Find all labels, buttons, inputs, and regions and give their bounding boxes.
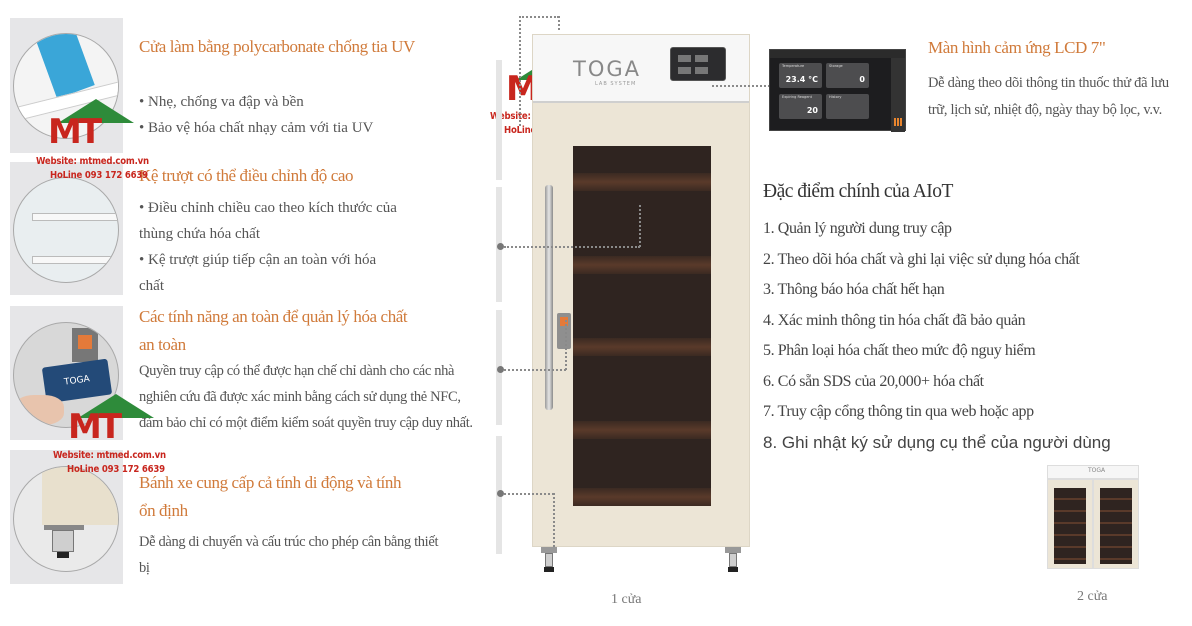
caption-2-door: 2 cửa xyxy=(1077,589,1108,604)
watermark-text-1: Website: mtmed.com.vn HoLine 093 172 663… xyxy=(36,156,149,181)
sliding-shelf-icon xyxy=(13,177,119,283)
list-item: 1. Quản lý người dung truy cập xyxy=(763,220,952,237)
list-item: 4. Xác minh thông tin hóa chất đã bảo qu… xyxy=(763,311,1026,329)
lcd-description: Dễ dàng theo dõi thông tin thuốc thử đã … xyxy=(928,75,1169,118)
feature-body-caster: Dễ dàng di chuyển và cấu trúc cho phép c… xyxy=(139,534,439,576)
feature-title-caster: Bánh xe cung cấp cả tính di động và tính… xyxy=(139,473,402,520)
callout-line xyxy=(712,85,770,87)
lcd-title: Màn hình cảm ứng LCD 7" xyxy=(928,38,1106,57)
list-item: 7. Truy cập cổng thông tin qua web hoặc … xyxy=(763,403,1034,420)
lcd-tile-history: History xyxy=(826,94,869,119)
callout-line xyxy=(558,16,560,30)
caster-icon xyxy=(725,547,741,575)
list-item: 6. Có sẵn SDS của 20,000+ hóa chất xyxy=(763,372,984,390)
callout-dot xyxy=(497,366,504,373)
callout-line xyxy=(504,246,640,248)
watermark-logo-2: MT xyxy=(68,394,154,444)
callout-dot xyxy=(497,243,504,250)
mountain-icon xyxy=(58,99,134,123)
lcd-tile-storage: Storage 0 xyxy=(826,63,869,88)
cabinet-2-door: TOGA xyxy=(1047,465,1139,577)
glass-door-window xyxy=(573,146,711,506)
caster-icon xyxy=(541,547,557,575)
door-handle[interactable] xyxy=(545,185,553,410)
list-item: 5. Phân loại hóa chất theo mức độ nguy h… xyxy=(763,342,1036,359)
callout-dot xyxy=(497,490,504,497)
aiot-title: Đặc điểm chính của AIoT xyxy=(763,181,953,202)
guide-bar xyxy=(496,60,502,180)
list-item: 3. Thông báo hóa chất hết hạn xyxy=(763,281,945,298)
feature-title-nfc: Các tính năng an toàn để quản lý hóa chấ… xyxy=(139,307,408,354)
callout-line xyxy=(519,16,559,18)
caster-wheel-icon xyxy=(13,466,119,572)
callout-line xyxy=(519,16,521,126)
callout-line xyxy=(504,493,554,495)
feature-title-shelf: Kệ trượt có thể điều chỉnh độ cao xyxy=(139,166,354,185)
callout-line xyxy=(504,369,566,371)
list-item: 2. Theo dõi hóa chất và ghi lại việc sử … xyxy=(763,250,1080,268)
aiot-feature-list: 1. Quản lý người dung truy cập 2. Theo d… xyxy=(763,214,1111,458)
lcd-screen-preview: Temperature 23.4 °C Storage 0 Expiring R… xyxy=(769,49,906,132)
callout-line xyxy=(553,493,555,547)
feature-body-uv-door: • Nhẹ, chống va đập và bền • Bảo vệ hóa … xyxy=(139,94,374,136)
callout-line xyxy=(639,205,641,247)
cabinet-top-panel: TOGA LAB SYSTEM xyxy=(533,35,749,103)
nfc-reader-icon xyxy=(557,313,571,349)
menu-grid-icon xyxy=(894,118,902,126)
feature-thumb-uv-door xyxy=(10,18,123,153)
watermark-logo-1: MT xyxy=(48,99,134,149)
list-item: 8. Ghi nhật ký sử dụng cụ thể của người … xyxy=(763,432,1111,452)
brand-subtitle: LAB SYSTEM xyxy=(595,81,637,87)
lcd-tile-temperature: Temperature 23.4 °C xyxy=(779,63,822,88)
mountain-icon xyxy=(78,394,154,418)
feature-thumb-shelf xyxy=(10,162,123,295)
brand-logo: TOGA xyxy=(573,57,641,81)
feature-body-nfc: Quyền truy cập có thể được hạn chế chỉ d… xyxy=(139,363,473,431)
watermark-text-2: Website: mtmed.com.vn HoLine 093 172 663… xyxy=(53,450,166,475)
feature-title-uv-door: Cửa làm bằng polycarbonate chống tia UV xyxy=(139,37,415,56)
feature-thumb-caster xyxy=(10,450,123,584)
touchscreen-icon xyxy=(670,47,726,81)
cabinet-1-door: TOGA LAB SYSTEM xyxy=(532,34,750,547)
callout-line xyxy=(565,320,567,370)
lcd-tile-expiring-reagent: Expiring Reagent 20 xyxy=(779,94,822,119)
caption-1-door: 1 cửa xyxy=(611,592,642,607)
feature-body-shelf: • Điều chỉnh chiều cao theo kích thước c… xyxy=(139,200,397,294)
